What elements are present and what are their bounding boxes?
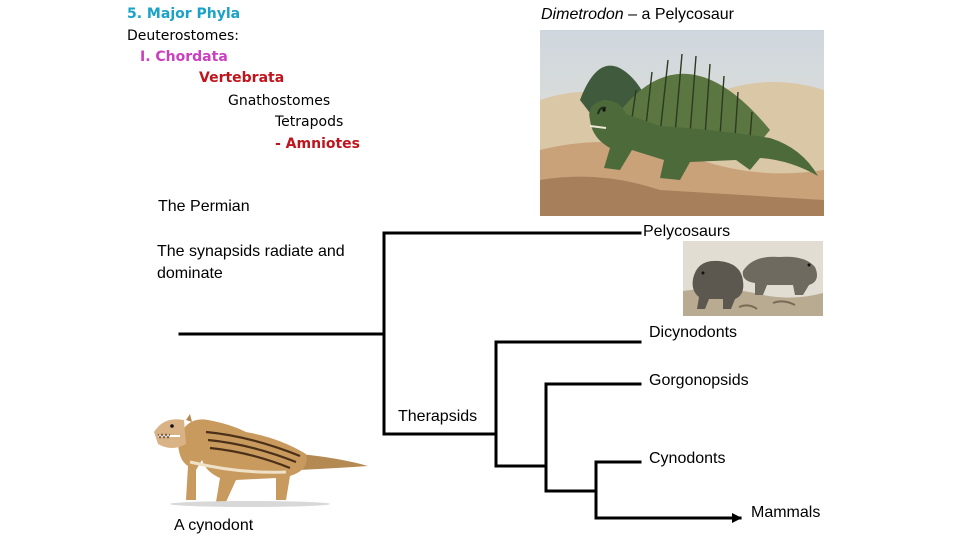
taxonomy-gnathostomes: Gnathostomes [228, 93, 331, 109]
dimetrodon-illustration [540, 30, 824, 216]
dimetrodon-caption: Dimetrodon – a Pelycosaur [541, 6, 734, 24]
taxonomy-tetrapods: Tetrapods [275, 114, 344, 130]
pelycosaur-illustration [683, 241, 823, 316]
taxonomy-amniotes: - Amniotes [275, 136, 361, 152]
dimetrodon-caption-name: Dimetrodon [541, 6, 624, 23]
label-gorgonopsids: Gorgonopsids [649, 372, 749, 389]
label-cynodonts: Cynodonts [649, 450, 726, 467]
cynodont-illustration [150, 410, 370, 510]
taxonomy-chordata: I. Chordata [140, 49, 228, 65]
label-mammals: Mammals [751, 504, 821, 521]
dimetrodon-caption-rest: – a Pelycosaur [623, 6, 734, 23]
label-dicynodonts: Dicynodonts [649, 324, 738, 341]
taxonomy-heading-text: 5. Major Phyla [127, 6, 241, 22]
label-pelycosaurs: Pelycosaurs [643, 223, 731, 240]
taxonomy-heading: 5. Major Phyla [127, 6, 240, 22]
synapsids-subtitle: The synapsids radiate and dominate [157, 243, 345, 282]
taxonomy-deuterostomes: Deuterostomes: [127, 28, 239, 44]
label-therapsids: Therapsids [398, 408, 478, 425]
taxonomy-vertebrata: Vertebrata [199, 70, 285, 86]
period-label: The Permian [158, 198, 250, 215]
cynodont-caption: A cynodont [174, 517, 254, 534]
